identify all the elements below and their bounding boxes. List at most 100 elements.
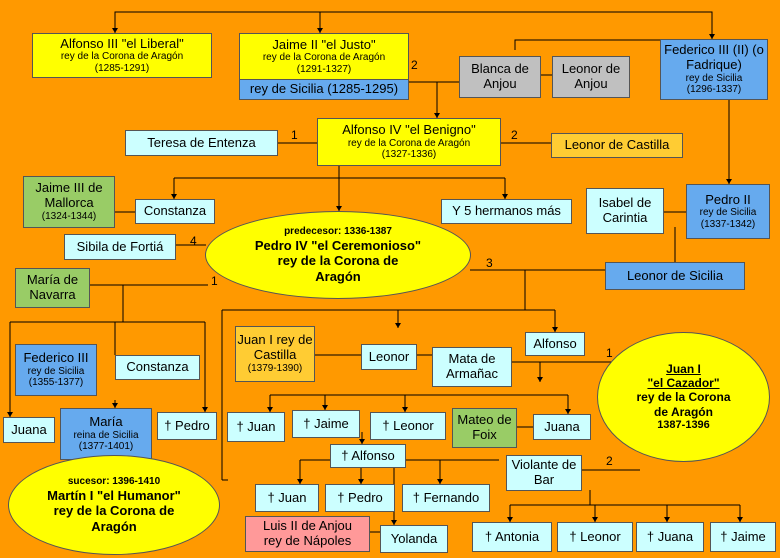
person-maria-de-navarra[interactable]: María de Navarra — [15, 268, 90, 308]
person-yolanda[interactable]: Yolanda — [380, 525, 448, 553]
person-name: † Antonia — [484, 528, 540, 544]
person-juana-deceased[interactable]: † Juana — [636, 522, 704, 552]
person-violante-de-bar[interactable]: Violante de Bar — [506, 455, 582, 491]
person-name: Leonor de Anjou — [561, 61, 621, 91]
marriage-number: 4 — [190, 234, 197, 248]
person-title: rey de Sicilia — [685, 72, 743, 84]
person-juan-i-el-cazador[interactable]: Juan I "el Cazador" rey de la Corona de … — [597, 332, 770, 462]
person-alfonso-iv[interactable]: Alfonso IV "el Benigno" rey de la Corona… — [317, 118, 501, 166]
marriage-number: 3 — [486, 256, 493, 270]
successor-label: sucesor: 1396-1410 — [67, 475, 161, 487]
siblings-label: Y 5 hermanos más — [452, 203, 561, 219]
person-title: rey de la Corona de Aragón — [60, 51, 184, 63]
person-title: reina de Sicilia — [73, 429, 139, 441]
person-constanza-2[interactable]: Constanza — [115, 355, 200, 380]
person-years: (1377-1401) — [78, 441, 134, 453]
marriage-number: 2 — [411, 58, 418, 72]
person-name: † Pedro — [337, 489, 383, 505]
person-pedro-deceased-2[interactable]: † Pedro — [325, 484, 395, 512]
person-juana[interactable]: Juana — [3, 417, 55, 443]
person-years: (1285-1291) — [94, 62, 150, 74]
person-luis-ii-de-anjou[interactable]: Luis II de Anjou rey de Nápoles — [245, 516, 370, 552]
person-name: † Juan — [267, 489, 307, 505]
person-antonia-deceased[interactable]: † Antonia — [472, 522, 552, 552]
person-name: Constanza — [143, 203, 207, 219]
person-name: Alfonso III "el Liberal" — [60, 35, 184, 51]
person-pedro-iv[interactable]: predecesor: 1336-1387 Pedro IV "el Cerem… — [205, 211, 471, 299]
person-leonor-deceased[interactable]: † Leonor — [370, 412, 446, 440]
person-title: rey de la Corona de Aragón — [262, 52, 386, 64]
person-name: Jaime II "el Justo" — [272, 36, 376, 52]
person-alfonso[interactable]: Alfonso — [525, 332, 585, 356]
jaime-ii-sicily: rey de Sicilia (1285-1295) — [240, 80, 408, 99]
person-years: (1379-1390) — [247, 363, 303, 375]
person-name: Pedro II — [705, 191, 751, 207]
person-mateo-de-foix[interactable]: Mateo de Foix — [452, 408, 517, 448]
person-constanza[interactable]: Constanza — [135, 199, 215, 224]
person-name: Sibila de Fortiá — [76, 238, 164, 254]
person-blanca-de-anjou[interactable]: Blanca de Anjou — [459, 56, 541, 98]
person-years: (1355-1377) — [28, 377, 84, 389]
person-martin-i[interactable]: sucesor: 1396-1410 Martín I "el Humanor"… — [8, 455, 220, 555]
person-name: † Pedro — [164, 417, 210, 433]
siblings-note[interactable]: Y 5 hermanos más — [441, 199, 572, 224]
person-alfonso-iii[interactable]: Alfonso III "el Liberal" rey de la Coron… — [32, 33, 212, 78]
person-pedro-ii[interactable]: Pedro II rey de Sicilia (1337-1342) — [686, 184, 770, 239]
person-isabel-de-carintia[interactable]: Isabel de Carintia — [586, 188, 664, 234]
person-name: Leonor de Castilla — [564, 137, 670, 153]
person-teresa-de-entenza[interactable]: Teresa de Entenza — [125, 130, 278, 156]
person-years: (1291-1327) — [296, 63, 352, 75]
person-name: Jaime III de Mallorca — [35, 180, 103, 211]
person-name: Teresa de Entenza — [147, 134, 256, 150]
marriage-number: 1 — [291, 128, 298, 142]
person-name: Blanca de Anjou — [471, 61, 529, 91]
person-jaime-deceased-2[interactable]: † Jaime — [710, 522, 776, 552]
person-title: rey de Sicilia — [699, 207, 757, 219]
person-alfonso-deceased[interactable]: † Alfonso — [330, 444, 406, 468]
person-name: Alfonso IV "el Benigno" — [342, 122, 476, 138]
person-name: María — [89, 414, 123, 430]
person-years: 1387-1396 — [657, 419, 710, 432]
person-name: † Juana — [646, 528, 694, 544]
person-name: Leonor de Sicilia — [626, 267, 724, 283]
person-federico-iii[interactable]: Federico III (II) (o Fadrique) rey de Si… — [660, 39, 768, 100]
person-name: † Leonor — [382, 417, 434, 433]
person-name: Juan I rey de Castilla — [237, 332, 313, 363]
person-years: (1337-1342) — [700, 218, 756, 230]
person-nickname: "el Cazador" — [647, 376, 720, 391]
person-name: Leonor — [368, 348, 410, 364]
person-name: Isabel de Carintia — [598, 195, 652, 225]
person-juan-i-de-castilla[interactable]: Juan I rey de Castilla (1379-1390) — [235, 326, 315, 382]
person-juan-deceased-2[interactable]: † Juan — [255, 484, 319, 512]
marriage-number: 2 — [511, 128, 518, 142]
person-jaime-deceased[interactable]: † Jaime — [292, 410, 360, 438]
person-leonor-de-castilla[interactable]: Leonor de Castilla — [551, 133, 683, 158]
person-pedro-deceased[interactable]: † Pedro — [157, 412, 217, 440]
person-leonor-de-anjou[interactable]: Leonor de Anjou — [552, 56, 630, 98]
person-leonor[interactable]: Leonor — [361, 344, 417, 370]
person-juana-2[interactable]: Juana — [533, 414, 591, 440]
person-mata-de-armanac[interactable]: Mata de Armañac — [432, 347, 512, 387]
person-name: Constanza — [126, 359, 189, 375]
predecessor-label: predecesor: 1336-1387 — [284, 225, 392, 237]
person-fernando-deceased[interactable]: † Fernando — [402, 484, 490, 512]
person-name: Mata de Armañac — [445, 351, 499, 381]
person-name: Martín I "el Humanor" — [47, 487, 181, 503]
person-juan-deceased[interactable]: † Juan — [227, 412, 285, 442]
person-leonor-de-sicilia[interactable]: Leonor de Sicilia — [605, 262, 745, 290]
person-name: † Jaime — [720, 528, 766, 544]
person-title: rey de Sicilia — [27, 365, 85, 377]
person-jaime-iii-de-mallorca[interactable]: Jaime III de Mallorca (1324-1344) — [23, 176, 115, 228]
person-federico-iii-sicilia[interactable]: Federico III rey de Sicilia (1355-1377) — [15, 344, 97, 396]
marriage-number: 1 — [211, 274, 218, 288]
person-title: rey de la Corona de Aragón — [277, 253, 399, 284]
person-name: Juan I — [666, 361, 701, 376]
person-leonor-deceased-2[interactable]: † Leonor — [557, 522, 633, 552]
person-sibila-de-fortia[interactable]: Sibila de Fortiá — [64, 234, 176, 260]
person-years: (1324-1344) — [41, 211, 97, 223]
person-maria-reina-de-sicilia[interactable]: María reina de Sicilia (1377-1401) — [60, 408, 152, 460]
marriage-number: 2 — [606, 454, 613, 468]
person-title: rey de la Corona de Aragón — [636, 390, 731, 419]
person-jaime-ii[interactable]: Jaime II "el Justo" rey de la Corona de … — [239, 33, 409, 100]
